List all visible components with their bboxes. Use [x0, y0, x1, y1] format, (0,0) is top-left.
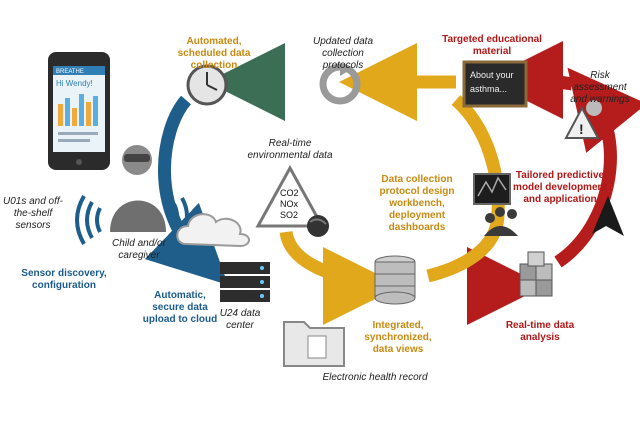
label-child-caregiver: Child and/or caregiver	[112, 238, 166, 261]
flow-arrow-ehr-to-db	[323, 291, 374, 322]
flow-arrow-to-chalkboard	[485, 41, 574, 120]
label-ehr: Electronic health record	[322, 372, 428, 383]
label-sensor-discovery: Sensor discovery, configuration	[21, 268, 107, 291]
label-automated-collection: Automated, scheduled data collection	[177, 36, 251, 71]
person-icon	[110, 145, 166, 232]
database-icon	[374, 255, 416, 305]
label-risk-assessment: Risk assessment and warnings	[570, 70, 630, 105]
label-realtime-env: Real-time environmental data	[247, 138, 333, 161]
chalk-line1: About your	[470, 70, 514, 80]
monitor-icon	[473, 173, 511, 205]
phone-icon: BREATHE Hi Wendy!	[48, 52, 110, 170]
pollutant-co2: CO2	[280, 188, 299, 198]
cloud-icon	[176, 213, 250, 248]
label-targeted-material: Targeted educational material	[442, 34, 542, 57]
people-icon	[484, 207, 518, 236]
label-predictive-model: Tailored predictive model development an…	[513, 170, 607, 205]
label-u01-sensors: U01s and off-the-shelf sensors	[2, 196, 64, 231]
pollutant-so2: SO2	[280, 210, 298, 220]
label-protocol-workbench: Data collection protocol design workbenc…	[379, 174, 455, 233]
svg-text:!: !	[579, 121, 584, 137]
globe-icon	[307, 215, 329, 237]
label-updated-protocols: Updated data collection protocols	[312, 36, 374, 71]
flow-arrow-workbench-to-db	[426, 213, 505, 283]
chalk-line2: asthma...	[470, 84, 507, 94]
wifi-icon	[75, 194, 189, 246]
label-u24-center: U24 data center	[219, 308, 261, 331]
label-integrated-views: Integrated, synchronized, data views	[364, 320, 432, 355]
label-automatic-upload: Automatic, secure data upload to cloud	[142, 290, 218, 325]
chalkboard-icon: About your asthma...	[462, 60, 528, 108]
phone-app-name: BREATHE	[56, 69, 84, 75]
flow-arrow-env-to-db	[279, 230, 363, 287]
phone-greeting: Hi Wendy!	[56, 79, 93, 88]
cubes-icon	[519, 251, 553, 297]
warning-icon: !	[564, 100, 602, 139]
server-icon	[220, 262, 270, 302]
flow-arrow-right-loop	[554, 67, 640, 268]
clock-icon	[186, 64, 228, 106]
cursor-icon	[592, 196, 624, 236]
pollutant-nox: NOx	[280, 199, 299, 209]
pollution-sign-icon: CO2 NOx SO2	[255, 164, 325, 228]
folder-icon	[283, 321, 345, 367]
label-realtime-analysis: Real-time data analysis	[505, 320, 575, 343]
refresh-icon	[319, 63, 361, 105]
